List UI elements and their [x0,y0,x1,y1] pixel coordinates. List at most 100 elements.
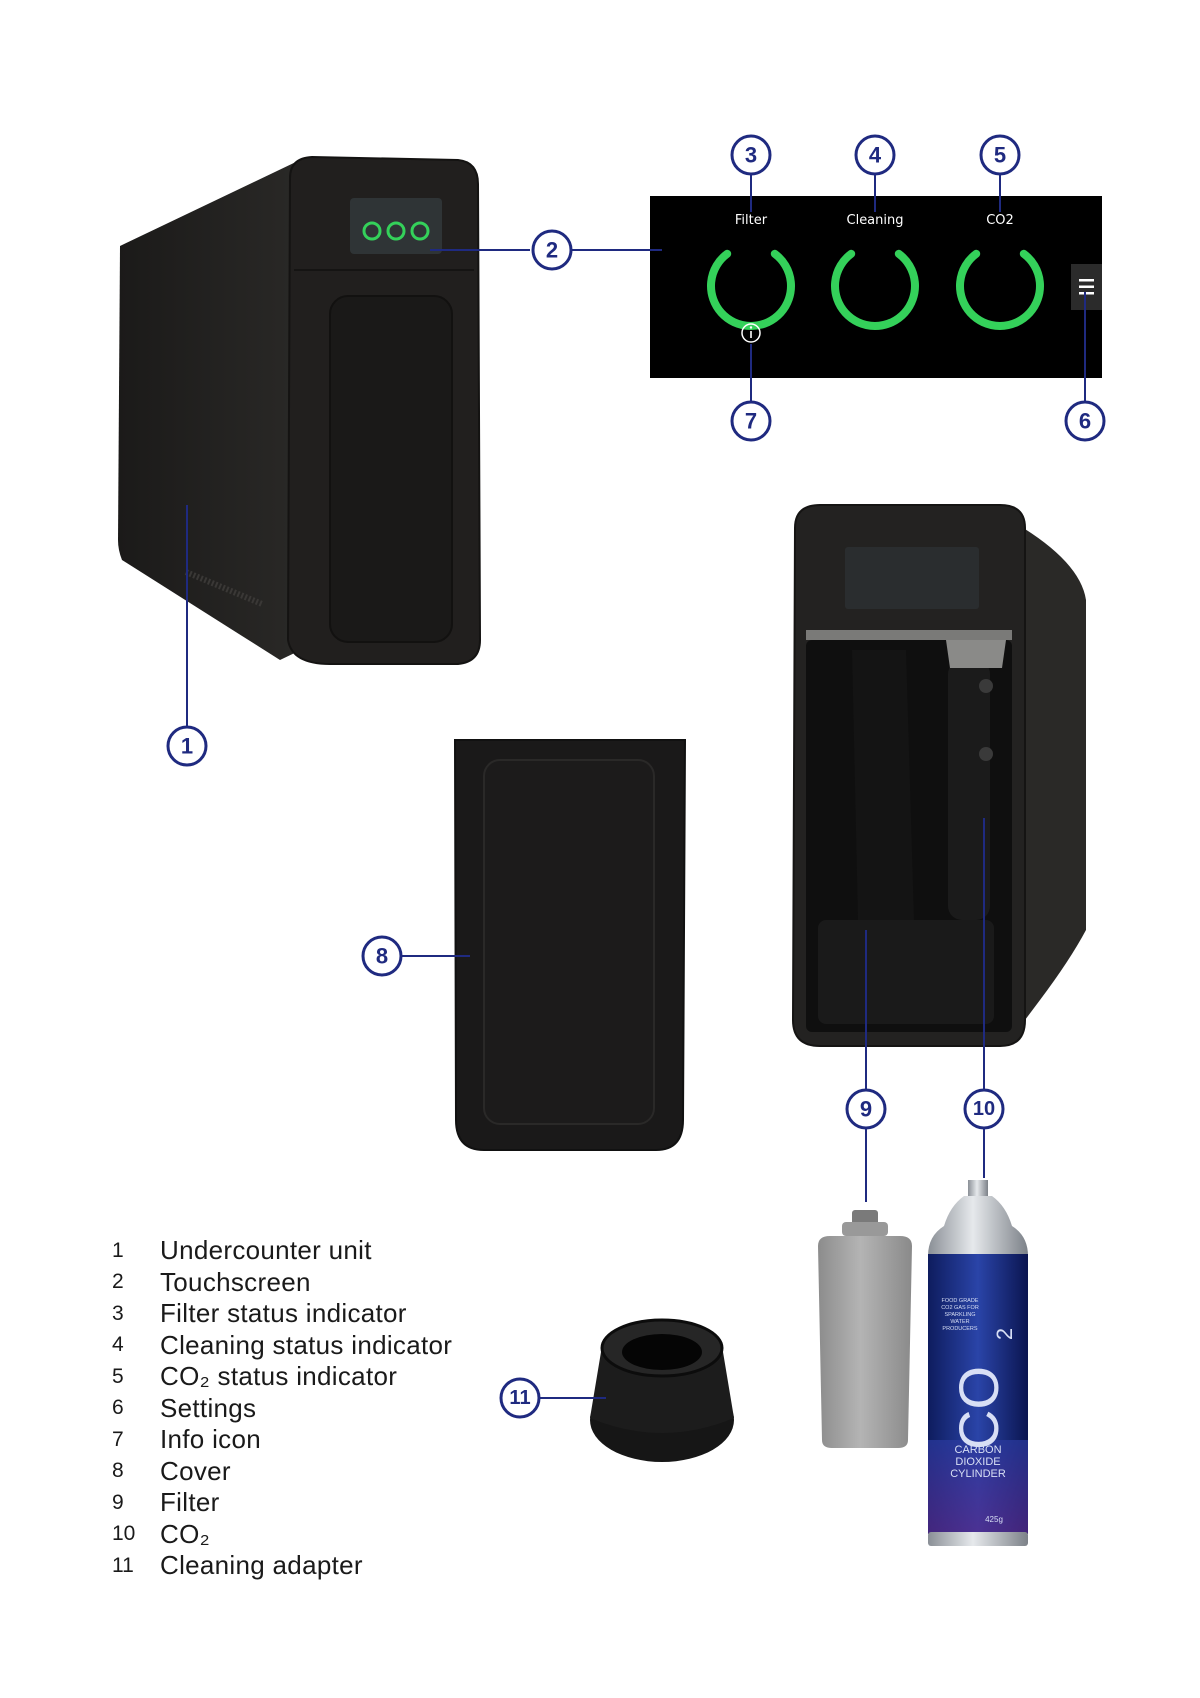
cylinder-label-bottom [928,1440,1028,1534]
legend-item: 1 Undercounter unit [112,1235,532,1267]
touchscreen-closeup: Filter Cleaning CO2 [650,196,1102,378]
legend-number: 7 [112,1427,124,1451]
cylinder-weight: 425g [985,1515,1003,1524]
cover-inner-panel [483,759,655,1125]
filter-cartridge-illustration [818,1210,912,1448]
callout-number: 10 [973,1098,995,1120]
legend-item: 9 Filter [112,1487,532,1519]
cylinder-small-print-line: PRODUCERS [942,1326,977,1332]
callout-8: 8 [361,935,403,977]
legend-label: Undercounter unit [160,1235,372,1266]
callout-1: 1 [166,725,208,767]
legend-number: 6 [112,1396,124,1420]
legend-label: CO₂ status indicator [160,1361,398,1392]
cylinder-small-print-line: CO2 GAS FOR [941,1305,979,1311]
legend-label: Cleaning status indicator [160,1329,453,1360]
callout-number: 5 [994,143,1006,168]
filter-body [818,1236,912,1448]
legend-item: 3 Filter status indicator [112,1298,532,1330]
undercounter-unit-illustration [118,155,482,665]
legend-label: Settings [160,1392,257,1423]
cylinder-small-print-line: SPARKLING [944,1312,975,1318]
callout-11: 11 [499,1377,541,1419]
co2-cylinder-illustration: FOOD GRADE CO2 GAS FOR SPARKLING WATER P… [928,1180,1028,1546]
hamburger-menu-icon[interactable] [1071,264,1102,310]
cylinder-small-print-line: WATER [950,1319,969,1325]
filter-neck [842,1222,888,1236]
cover-illustration [453,739,687,1151]
cleaning-adapter-illustration [590,1318,734,1462]
callout-number: 8 [376,944,388,969]
cylinder-big-co: CO [947,1366,1010,1450]
callout-number: 7 [745,409,757,434]
legend-number: 5 [112,1364,124,1388]
callout-number: 11 [509,1387,530,1409]
open-unit-side [1010,520,1086,1040]
legend-number: 1 [112,1238,124,1262]
co2-slot-hole-top [979,679,993,693]
callout-6: 6 [1064,400,1106,442]
unit-display-rings [362,221,430,241]
callout-number: 6 [1079,409,1091,434]
legend-item: 4 Cleaning status indicator [112,1330,532,1362]
info-icon[interactable] [741,323,761,343]
leader-lines [186,174,1086,1399]
callout-number: 4 [869,143,882,168]
legend-item: 2 Touchscreen [112,1267,532,1299]
legend-label: Cleaning adapter [160,1550,363,1581]
legend-label: Filter [160,1487,220,1518]
legend-number: 10 [112,1522,136,1546]
unit-display-window [350,198,442,254]
cylinder-shoulder [928,1196,1028,1256]
legend-number: 3 [112,1301,124,1325]
open-unit-tray [818,920,994,1024]
legend-number: 2 [112,1270,124,1294]
legend-item: 6 Settings [112,1393,532,1425]
cylinder-label-carbon: CARBON [954,1444,1001,1456]
legend-label: Filter status indicator [160,1298,407,1329]
unit-ring-filter-icon [362,221,382,241]
screen-label-filter: Filter [735,213,768,228]
legend-label: Cover [160,1455,231,1486]
filter-status-ring[interactable] [707,249,795,330]
callout-2: 2 [531,229,573,271]
cylinder-small-print: FOOD GRADE CO2 GAS FOR SPARKLING WATER P… [941,1298,979,1332]
callout-3: 3 [730,134,772,176]
cylinder-valve [968,1180,988,1196]
callout-7: 7 [730,400,772,442]
legend-item: 10 CO₂ [112,1519,532,1551]
cylinder-label-cylinder: CYLINDER [950,1468,1006,1480]
open-unit-display-window [845,547,979,609]
co2-holder-grey [946,640,1006,668]
touchscreen-panel [650,196,1102,378]
callout-4: 4 [854,134,896,176]
cylinder-small-print-line: FOOD GRADE [942,1298,979,1304]
legend-number: 11 [112,1553,134,1577]
legend-number: 9 [112,1490,124,1514]
unit-ring-co2-icon [410,221,430,241]
parts-legend: 1 Undercounter unit 2 Touchscreen 3 Filter … [112,1235,532,1582]
callout-5: 5 [979,134,1021,176]
legend-number: 4 [112,1333,124,1357]
unit-cover-inset [329,295,453,643]
screen-label-co2: CO2 [986,213,1014,228]
legend-item: 11 Cleaning adapter [112,1550,532,1582]
legend-label: Touchscreen [160,1266,311,1297]
callout-9: 9 [845,1088,887,1130]
callout-number: 3 [745,143,757,168]
legend-label: Info icon [160,1424,261,1455]
callout-number: 1 [181,734,193,759]
unit-side-panel [118,160,305,660]
cylinder-base [928,1532,1028,1546]
legend-item: 5 CO₂ status indicator [112,1361,532,1393]
co2-slot [948,660,990,920]
filter-slot [852,650,914,920]
co2-status-ring[interactable] [956,249,1044,330]
cleaning-status-ring[interactable] [831,249,919,330]
screen-label-cleaning: Cleaning [847,213,904,228]
co2-slot-hole-bottom [979,747,993,761]
legend-label: CO₂ [160,1518,210,1549]
open-unit-top-rail [806,630,1012,640]
